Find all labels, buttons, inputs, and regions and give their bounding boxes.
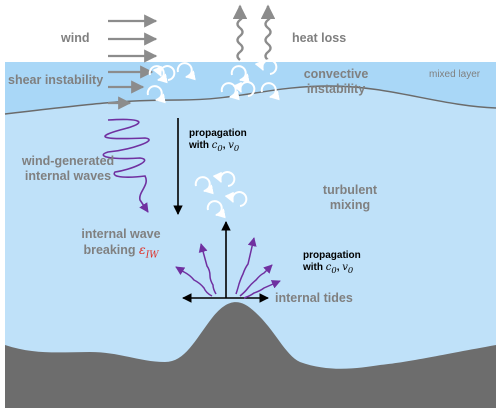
internal-tides-label: internal tides — [275, 291, 353, 305]
propagation-bottom-label: propagation with c0, v0 — [303, 250, 361, 276]
heat-loss-arrows — [232, 4, 276, 61]
propagation-top-with: with — [189, 140, 209, 151]
turbulent-mixing-label: turbulent mixing — [300, 183, 400, 213]
propagation-top-line-2: with c0, v0 — [189, 140, 240, 153]
epsilon-symbol: ε — [139, 242, 146, 257]
c0-symbol-bottom: c — [325, 262, 332, 273]
iw-breaking-label: internal wave breaking εIW — [62, 227, 180, 264]
convective-eddies — [220, 59, 280, 101]
seafloor-terrain — [5, 302, 496, 408]
wind-arrows — [108, 14, 158, 110]
propagation-bottom-line-1: propagation — [303, 250, 361, 261]
thermocline-line — [4, 85, 497, 115]
internal-tide-rays — [175, 237, 281, 299]
breaking-text: breaking — [83, 243, 136, 257]
v0-sub-bottom: 0 — [347, 265, 354, 275]
heat-loss-label: heat loss — [292, 31, 347, 45]
mixed-layer-label: mixed layer — [429, 69, 481, 80]
propagation-top-label: propagation with c0, v0 — [189, 128, 247, 154]
iw-breaking-line-1: internal wave — [81, 227, 161, 241]
turbulent-eddies — [194, 171, 248, 219]
convective-line: convective — [303, 67, 369, 81]
c0-sub-bottom: 0 — [331, 265, 337, 275]
turbulent-line: turbulent — [322, 183, 378, 197]
v0-symbol: v — [228, 140, 234, 151]
c0-sub: 0 — [217, 143, 223, 153]
wind-wave-spiral — [102, 118, 150, 213]
iw-breaking-line-2: breaking εIW — [62, 242, 180, 264]
v0-sub: 0 — [233, 143, 240, 153]
wind-waves-label: wind-generated internal waves — [8, 154, 128, 184]
epsilon-subscript: IW — [145, 250, 159, 261]
wind-waves-line-2: internal waves — [24, 169, 112, 183]
propagation-bottom-with: with — [303, 262, 323, 273]
propagation-bottom-line-2: with c0, v0 — [303, 262, 354, 275]
wind-label: wind — [61, 31, 90, 45]
shear-instability-label: shear instability — [8, 73, 104, 87]
instability-line: instability — [306, 82, 366, 96]
v0-symbol-bottom: v — [342, 262, 348, 273]
propagation-top-line-1: propagation — [189, 128, 247, 139]
mixing-line: mixing — [329, 198, 371, 212]
shear-eddies — [146, 62, 196, 104]
wind-waves-line-1: wind-generated — [21, 154, 115, 168]
c0-symbol: c — [211, 140, 218, 151]
convective-instability-label: convective instability — [296, 67, 376, 97]
